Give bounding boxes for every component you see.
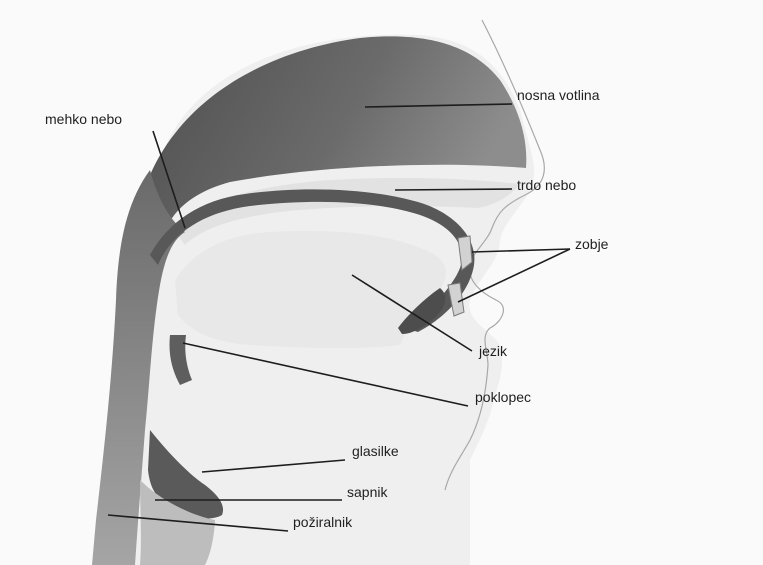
label-zobje: zobje	[575, 236, 609, 252]
label-nosna-votlina: nosna votlina	[517, 87, 600, 103]
label-poklopec: poklopec	[475, 389, 531, 405]
leader-trdo-nebo	[395, 189, 512, 190]
label-poziralnik: požiralnik	[293, 514, 353, 530]
label-trdo-nebo: trdo nebo	[517, 177, 576, 193]
label-jezik: jezik	[478, 343, 508, 359]
label-sapnik: sapnik	[347, 484, 388, 500]
label-mehko-nebo: mehko nebo	[45, 111, 122, 127]
label-glasilke: glasilke	[352, 443, 399, 459]
